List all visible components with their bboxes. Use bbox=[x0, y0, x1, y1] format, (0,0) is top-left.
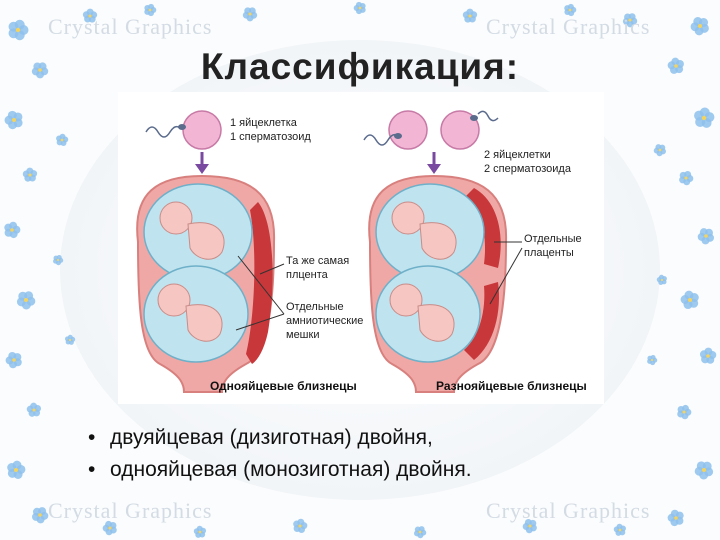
placenta-bottom bbox=[464, 282, 499, 360]
forget-me-not-flower bbox=[7, 460, 26, 480]
watermark-top-right: Crystal Graphics bbox=[486, 14, 651, 39]
slide-title: Классификация: bbox=[200, 46, 520, 87]
forget-me-not-flower bbox=[667, 509, 684, 527]
fraternal-caption-top-1: 2 яйцеклетки bbox=[484, 149, 551, 161]
forget-me-not-flower bbox=[5, 351, 22, 369]
bullet-item-2: • однояйцевая (монозиготная) двойня. bbox=[88, 454, 472, 486]
leader-line-sac-1 bbox=[237, 255, 285, 315]
forget-me-not-flower bbox=[8, 19, 29, 41]
forget-me-not-flower bbox=[667, 57, 684, 74]
forget-me-not-flower bbox=[694, 107, 715, 128]
forget-me-not-flower bbox=[31, 62, 49, 79]
identical-caption-top-1: 1 яйцеклетка bbox=[230, 117, 298, 129]
forget-me-not-flower bbox=[293, 518, 308, 534]
sperm-tail-2 bbox=[477, 110, 499, 122]
bullet-marker: • bbox=[88, 458, 96, 481]
separate-sacs-label-2: амниотические bbox=[286, 315, 363, 327]
separate-placentas-label-2: плаценты bbox=[524, 247, 574, 259]
forget-me-not-flower bbox=[4, 221, 21, 239]
forget-me-not-flower bbox=[102, 520, 117, 536]
bullet-text-1: двуяйцевая (дизиготная) двойня, bbox=[110, 426, 433, 449]
watermark-bottom-right: Crystal Graphics bbox=[486, 498, 651, 523]
twins-diagram: 1 яйцеклетка 1 сперматозоид Та же самая … bbox=[118, 92, 604, 404]
forget-me-not-flower bbox=[653, 144, 666, 157]
forget-me-not-flower bbox=[677, 404, 692, 420]
sperm-head bbox=[178, 124, 186, 130]
forget-me-not-flower bbox=[647, 354, 658, 366]
identical-twins-caption: Однояйцевые близнецы bbox=[210, 379, 357, 393]
forget-me-not-flower bbox=[656, 274, 667, 285]
watermark-top-left: Crystal Graphics bbox=[48, 14, 213, 39]
identical-twins-figure bbox=[136, 110, 285, 393]
forget-me-not-flower bbox=[144, 3, 157, 17]
forget-me-not-flower bbox=[697, 228, 714, 245]
forget-me-not-flower bbox=[694, 461, 714, 480]
leader-line-placenta-2 bbox=[489, 247, 523, 305]
forget-me-not-flower bbox=[16, 291, 36, 310]
forget-me-not-flower bbox=[22, 167, 38, 182]
sperm-head-1 bbox=[394, 133, 402, 139]
forget-me-not-flower bbox=[56, 133, 69, 146]
fetus-bottom-2 bbox=[389, 283, 455, 342]
fetus-top bbox=[159, 201, 225, 260]
egg-cell bbox=[182, 110, 222, 150]
forget-me-not-flower bbox=[679, 171, 694, 186]
forget-me-not-flower bbox=[4, 110, 23, 130]
separate-sacs-label-1: Отдельные bbox=[286, 301, 344, 313]
forget-me-not-flower bbox=[699, 347, 717, 364]
forget-me-not-flower bbox=[193, 525, 207, 538]
forget-me-not-flower bbox=[413, 526, 427, 539]
forget-me-not-flower bbox=[64, 334, 76, 345]
leader-line-sac-2 bbox=[235, 313, 285, 331]
same-placenta-label-1: Та же самая bbox=[286, 255, 349, 267]
forget-me-not-flower bbox=[242, 7, 258, 22]
fetus-top-2 bbox=[391, 201, 457, 260]
sperm-head-2 bbox=[470, 115, 478, 121]
fraternal-twins-figure bbox=[363, 110, 523, 393]
forget-me-not-flower bbox=[26, 402, 42, 417]
bullet-marker: • bbox=[88, 426, 96, 449]
arrow-head bbox=[195, 164, 209, 174]
leader-line-placenta bbox=[259, 263, 285, 275]
bullet-text-2: однояйцевая (монозиготная) двойня. bbox=[110, 458, 472, 481]
forget-me-not-flower bbox=[82, 8, 98, 23]
fraternal-caption-top-2: 2 сперматозоида bbox=[484, 163, 572, 175]
watermark-bottom-left: Crystal Graphics bbox=[48, 498, 213, 523]
twins-diagram-svg: 1 яйцеклетка 1 сперматозоид Та же самая … bbox=[136, 110, 587, 393]
forget-me-not-flower bbox=[564, 3, 577, 17]
forget-me-not-flower bbox=[32, 507, 49, 524]
separate-sacs-label-3: мешки bbox=[286, 329, 319, 341]
fetus-bottom bbox=[157, 283, 223, 342]
identical-caption-top-2: 1 сперматозоид bbox=[230, 131, 311, 143]
forget-me-not-flower bbox=[462, 8, 478, 23]
arrow-head-2 bbox=[427, 164, 441, 174]
forget-me-not-flower bbox=[613, 523, 626, 536]
sperm-tail-1 bbox=[363, 133, 399, 146]
forget-me-not-flower bbox=[680, 290, 699, 310]
egg-cell-1 bbox=[388, 110, 428, 150]
same-placenta-label-2: плцента bbox=[286, 269, 329, 281]
fraternal-twins-caption: Разнояйцевые близнецы bbox=[436, 379, 587, 393]
forget-me-not-flower bbox=[522, 519, 537, 534]
separate-placentas-label-1: Отдельные bbox=[524, 233, 582, 245]
forget-me-not-flower bbox=[53, 255, 64, 266]
bullet-item-1: • двуяйцевая (дизиготная) двойня, bbox=[88, 422, 472, 454]
forget-me-not-flower bbox=[622, 13, 638, 28]
forget-me-not-flower bbox=[353, 1, 366, 15]
sperm-tail bbox=[145, 125, 181, 138]
forget-me-not-flower bbox=[690, 17, 709, 36]
egg-cell-2 bbox=[440, 110, 480, 150]
bullet-list: • двуяйцевая (дизиготная) двойня, • однояй… bbox=[88, 422, 472, 486]
